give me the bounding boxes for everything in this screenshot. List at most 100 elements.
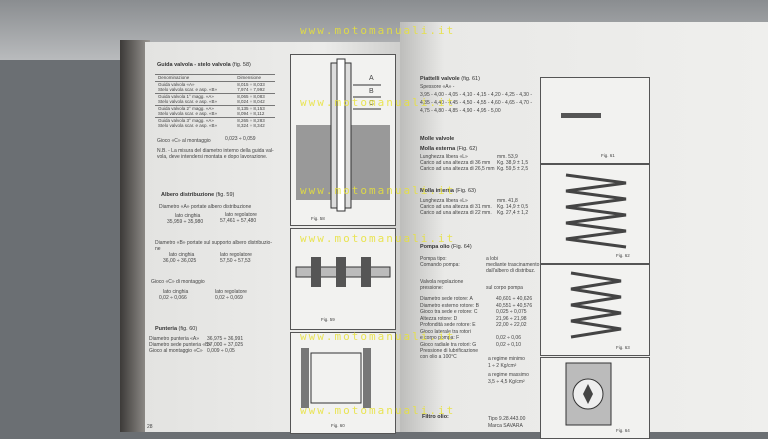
value: 35,959 ÷ 35,980 [167, 219, 204, 225]
shims-line: 4,35 - 4,40 - 4,45 - 4,50 - 4,55 - 4,60 … [420, 100, 533, 106]
side-label: lato regolatore [220, 252, 252, 258]
pump-type-value: a lobi [486, 256, 498, 262]
outer-spring-drawing [565, 173, 627, 249]
pump-valve-label: Valvola regolazione [420, 279, 464, 285]
side-label: lato cinghia [175, 213, 201, 219]
spring-value: mm. 41,8 [497, 198, 518, 204]
outer-ref: (Fig. 62) [456, 146, 478, 152]
pump-row-label: Diametro esterno rotore: B [420, 302, 479, 309]
pump-type-label: Pompa tipo: [420, 256, 447, 262]
pump-valve-value: sul corpo pompa [486, 285, 523, 291]
inner-title: Molla interna [420, 188, 454, 194]
gioco-value: 0,023 ÷ 0,059 [225, 136, 256, 142]
shims-title: Piattelli valvole [420, 76, 460, 82]
spring-value: Kg. 27,4 ± 1,2 [497, 210, 529, 216]
label-c: C [369, 100, 375, 107]
pump-ref: (Fig. 64) [451, 244, 472, 250]
valve-guide-drawing [296, 58, 390, 212]
pump-row-label: Diametro sede rotore: A [420, 296, 473, 302]
side-label: lato regolatore [225, 212, 257, 218]
pump-row-value: 22,00 ÷ 22,02 [496, 322, 527, 328]
guide-note: N.B. - La misura del diametro interno de… [157, 148, 274, 154]
spring-row: Carico ad una altezza di 31 mm. [420, 204, 492, 210]
camshaft-b-label: ne [155, 246, 161, 252]
label-a: A [369, 75, 374, 82]
pump-row-label: Gioco radiale tra rotori: G [420, 341, 477, 348]
figure-64: Fig. 64 [540, 357, 650, 439]
pressure-label: con olio a 100°C [420, 354, 457, 360]
table-row: Stelo valvola scar. e asp. «B»8,024 ÷ 8,… [158, 99, 265, 104]
watermark: www.motomanuali.it [300, 24, 456, 37]
figure-59: Fig. 59 [290, 228, 396, 330]
fig-caption: Fig. 61 [601, 153, 615, 158]
value: 36,00 ÷ 36,025 [163, 258, 197, 264]
table-row: Stelo valvola scar. e asp. «B»7,974 ÷ 7,… [158, 87, 265, 92]
table-row: Stelo valvola scar. e asp. «B»8,324 ÷ 8,… [158, 123, 265, 128]
table-row: Guida valvola «A»8,015 ÷ 8,033 [155, 80, 275, 87]
pump-drive-label: Comando pompa: [420, 262, 460, 268]
camshaft-c-label: Gioco «C» di montaggio [151, 279, 205, 285]
fig-caption: Fig. 63 [616, 345, 630, 350]
pump-row-label: Altezza rotore: D [420, 315, 458, 322]
value: 57,461 ÷ 57,480 [220, 218, 257, 224]
watermark: www.motomanuali.it [300, 404, 456, 417]
fig-caption: Fig. 62 [616, 253, 630, 258]
pressure-min-label: a regime minimo [488, 356, 525, 362]
pump-valve-label: pressione: [420, 285, 444, 291]
pump-row-label: e corpo pompa: F [420, 335, 460, 341]
spring-row: Lunghezza libera «L» [420, 154, 468, 160]
guide-ref: (fig. 58) [232, 62, 251, 68]
pump-row-value: 0,025 ÷ 0,075 [496, 309, 527, 315]
pump-row-value: 40,601 ÷ 40,626 [496, 296, 533, 302]
side-label: lato cinghia [163, 289, 189, 295]
label-b: B [369, 88, 374, 95]
pump-row-value: 0,02 ÷ 0,10 [496, 341, 521, 348]
pressure-label: Pressione di lubrificazione [420, 348, 479, 354]
table-row: Guida valvola 2° magg. «A»8,135 ÷ 8,153 [155, 104, 275, 111]
shims-ref: (fig. 61) [461, 76, 480, 82]
table-row: Guida valvola 1° magg. «A»8,065 ÷ 8,083 [155, 92, 275, 99]
camshaft-b-label: Diametro «B» portate sul supporto albero… [155, 240, 273, 246]
pressure-max-label: a regime massimo [488, 372, 529, 378]
pump-row-label: Gioco tra sede e rotore: C [420, 309, 478, 315]
shims-line: Spessore «A» - [420, 84, 455, 90]
spring-row: Carico ad una altezza di 22 mm. [420, 210, 492, 216]
oil-pump-drawing [565, 362, 612, 426]
spring-value: Kg. 59,5 ± 2,5 [497, 166, 529, 172]
tappet-ref: (fig. 60) [178, 326, 198, 332]
side-label: lato cinghia [169, 252, 195, 258]
guide-note: vola, deve intendersi montata e dopo lav… [157, 154, 268, 160]
camshaft-ref: (fig. 59) [215, 192, 235, 198]
pump-row-label: Profondità sede rotore: E [420, 322, 476, 328]
pressure-min-value: 1 ÷ 2 Kg/cm² [488, 363, 517, 369]
watermark: www.motomanuali.it [300, 232, 456, 245]
pump-row-label: Gioco laterale tra rotori [420, 328, 471, 335]
spring-row: Lunghezza libera «L» [420, 198, 468, 204]
pump-row-value: 40,551 ÷ 40,576 [496, 302, 533, 309]
pump-drive-value: dall'albero di distribuz. [486, 268, 536, 274]
spring-value: mm. 53,9 [497, 154, 518, 160]
fig-caption: Fig. 59 [321, 317, 335, 322]
value: 57,50 ÷ 57,53 [220, 258, 251, 264]
tappet-title: Punteria [155, 326, 178, 332]
table-row: Guida valvola 3° magg. «A»8,265 ÷ 8,283 [155, 116, 275, 123]
shims-line: 4,75 - 4,80 - 4,85 - 4,90 - 4,95 - 5,00 [420, 108, 501, 114]
tappet-value: 36,975 ÷ 36,991 [207, 336, 244, 342]
pump-title: Pompa olio [420, 244, 450, 250]
inner-ref: (Fig. 63) [455, 188, 476, 194]
pump-row-value: 21,96 ÷ 21,98 [496, 315, 527, 322]
tappet-value: 37,000 ÷ 37,025 [207, 342, 244, 348]
value: 0,02 ÷ 0,069 [215, 295, 243, 301]
shim-drawing [561, 113, 601, 118]
tappet-value: 0,009 ÷ 0,05 [207, 348, 235, 354]
figure-60: Fig. 60 [290, 332, 396, 434]
spring-value: Kg. 38,9 ± 1,5 [497, 160, 529, 166]
spring-row: Carico ad una altezza di 26,5 mm [420, 166, 495, 172]
value: 0,02 ÷ 0,066 [159, 295, 187, 301]
watermark: www.motomanuali.it [300, 96, 456, 109]
watermark: www.motomanuali.it [300, 330, 456, 343]
spring-row: Carico ad una altezza di 36 mm [420, 160, 491, 166]
pump-row-value: 0,02 ÷ 0,06 [496, 335, 521, 341]
side-label: lato regolatore [215, 289, 247, 295]
